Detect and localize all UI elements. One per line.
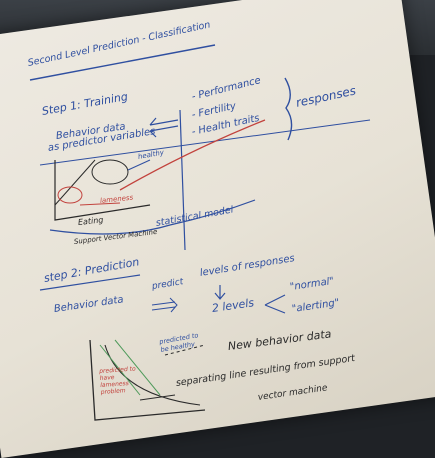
mini-plot-separator	[54, 159, 96, 206]
healthy-cluster	[91, 159, 129, 185]
step2-green-lines	[99, 339, 161, 396]
predicted-lame-label: predicted to have lameness problem	[99, 365, 136, 396]
lameness-arrow	[79, 202, 121, 206]
new-data-arrow	[164, 344, 206, 356]
level-split-arrows	[264, 294, 286, 314]
step2-underline	[39, 274, 141, 291]
step2-plot-axes	[89, 339, 206, 421]
vertical-line	[179, 109, 186, 251]
separating-arrow	[139, 394, 176, 401]
lame-cluster	[57, 186, 83, 204]
ink-drawings	[29, 44, 371, 421]
step2-separator	[104, 344, 201, 406]
model-brace	[49, 199, 256, 235]
levels-down-arrow	[214, 285, 226, 300]
responses-brace	[284, 77, 293, 141]
healthy-arrow	[127, 159, 151, 171]
step1-divider	[39, 119, 371, 166]
title-underline	[29, 44, 216, 81]
predict-arrow	[151, 297, 178, 313]
double-arrow	[149, 117, 179, 138]
mini-plot-axes	[54, 160, 151, 221]
red-arrow-curve	[119, 119, 266, 191]
